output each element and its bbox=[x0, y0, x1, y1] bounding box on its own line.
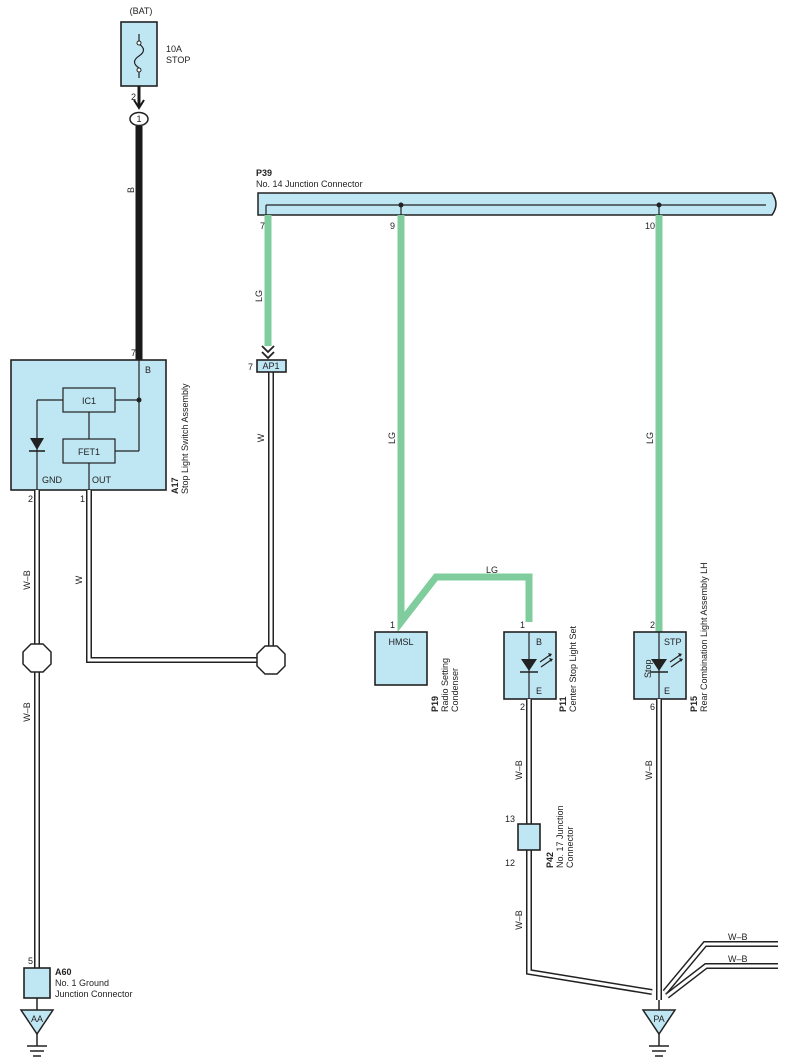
wb-wire-branch-1 bbox=[662, 941, 778, 994]
p19-id: P19 bbox=[430, 696, 440, 712]
a17-terminal-b: B bbox=[145, 365, 151, 375]
p42-name-1: No. 17 Junction bbox=[555, 805, 565, 868]
p15-name: Rear Combination Light Assembly LH bbox=[699, 562, 709, 712]
ground-pa-icon bbox=[641, 1009, 677, 1036]
ap1-pin: 7 bbox=[248, 362, 253, 372]
ground-aa-label: AA bbox=[31, 1014, 43, 1024]
wire-label-w-2: W bbox=[256, 433, 266, 442]
p42-pin-top: 13 bbox=[505, 814, 515, 824]
splice-right bbox=[256, 645, 286, 675]
p39-bar bbox=[257, 192, 777, 216]
ic1-block bbox=[62, 387, 116, 413]
p42-connector bbox=[517, 823, 541, 851]
ap1-connector bbox=[256, 359, 287, 373]
p39-pin-10: 10 bbox=[645, 221, 655, 231]
wire-label-lg-1: LG bbox=[254, 290, 264, 302]
ground-aa-icon bbox=[19, 1009, 55, 1036]
ap1-arrow-icon bbox=[261, 345, 275, 360]
p39-id: P39 bbox=[256, 168, 272, 178]
lg-wire-2 bbox=[397, 215, 533, 633]
a17-terminal-out: OUT bbox=[92, 475, 112, 485]
diode-icon bbox=[30, 438, 44, 450]
fuse-icon bbox=[133, 34, 145, 78]
fuse-pin-2: 2 bbox=[131, 92, 136, 102]
p11-pin-out: 2 bbox=[520, 702, 525, 712]
wire-label-wb-7: W–B bbox=[728, 954, 748, 964]
led-icon bbox=[520, 653, 553, 673]
wire-label-wb-5: W–B bbox=[644, 760, 654, 780]
p42-name-2: Connector bbox=[565, 826, 575, 868]
wire-label-wb-4: W–B bbox=[514, 910, 524, 930]
p15-terminal-stp: STP bbox=[664, 637, 682, 647]
wb-wire-p11 bbox=[526, 699, 653, 995]
stop-lamp-icon bbox=[650, 653, 683, 673]
wire-label-lg-2: LG bbox=[387, 432, 397, 444]
p19-name-1: Radio Setting bbox=[440, 658, 450, 712]
fuse-name: STOP bbox=[166, 55, 190, 65]
p11-id: P11 bbox=[558, 696, 568, 712]
wb-wire-branch-2 bbox=[665, 963, 778, 999]
a60-pin: 5 bbox=[28, 956, 33, 966]
wire-label-w-1: W bbox=[74, 575, 84, 584]
a60-id: A60 bbox=[55, 967, 72, 977]
wire-label-lg-4: LG bbox=[645, 432, 655, 444]
ground-pa-label: PA bbox=[653, 1014, 664, 1024]
wire-label-wb-2: W–B bbox=[22, 702, 32, 722]
a17-pin-b: 7 bbox=[131, 348, 136, 358]
ic1-label: IC1 bbox=[82, 396, 96, 406]
p11-terminal-b: B bbox=[536, 637, 542, 647]
fuse-rating: 10A bbox=[166, 44, 182, 54]
a17-pin-out: 1 bbox=[80, 494, 85, 504]
p11-terminal-e: E bbox=[536, 686, 542, 696]
battery-label: (BAT) bbox=[130, 6, 153, 16]
p42-id: P42 bbox=[545, 852, 555, 868]
a17-name: Stop Light Switch Assembly bbox=[180, 383, 190, 494]
w-wire-out bbox=[86, 490, 271, 663]
a60-name-1: No. 1 Ground bbox=[55, 978, 109, 988]
p15-pin-out: 6 bbox=[650, 702, 655, 712]
p39-pin-9: 9 bbox=[390, 221, 395, 231]
p39-name: No. 14 Junction Connector bbox=[256, 179, 363, 189]
splice-left bbox=[22, 643, 52, 673]
wire-label-wb-1: W–B bbox=[22, 570, 32, 590]
p15-id: P15 bbox=[689, 696, 699, 712]
p39-pin-7: 7 bbox=[260, 221, 265, 231]
p11-name: Center Stop Light Set bbox=[568, 625, 578, 712]
wire-label-wb-6: W–B bbox=[728, 932, 748, 942]
a17-id: A17 bbox=[170, 477, 180, 494]
p42-pin-bottom: 12 bbox=[505, 858, 515, 868]
wire-label-wb-3: W–B bbox=[514, 760, 524, 780]
a17-pin-gnd: 2 bbox=[28, 494, 33, 504]
wire-label-b: B bbox=[126, 187, 136, 193]
wire-label-lg-3: LG bbox=[486, 565, 498, 575]
p11-pin-in: 1 bbox=[520, 620, 525, 630]
inline-connector-pin: 1 bbox=[136, 114, 141, 124]
inline-connector bbox=[129, 111, 149, 127]
p15-lamp-label: Stop bbox=[643, 659, 653, 678]
a60-connector bbox=[23, 967, 51, 999]
a17-terminal-gnd: GND bbox=[42, 475, 63, 485]
p15-terminal-e: E bbox=[664, 686, 670, 696]
p19-pin: 1 bbox=[390, 620, 395, 630]
p19-name-2: Condenser bbox=[450, 668, 460, 712]
hmsl-label: HMSL bbox=[388, 637, 413, 647]
fet1-label: FET1 bbox=[78, 447, 100, 457]
ap1-label: AP1 bbox=[262, 361, 279, 371]
p15-pin-in: 2 bbox=[650, 620, 655, 630]
hmsl-box bbox=[374, 631, 428, 686]
a60-name-2: Junction Connector bbox=[55, 989, 133, 999]
